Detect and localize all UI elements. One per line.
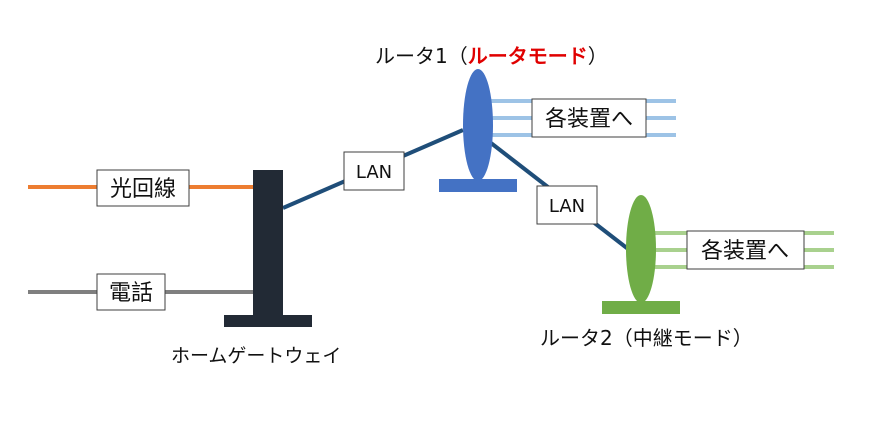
devices-label-box-2 xyxy=(686,230,805,270)
router1-mode: ルータモード xyxy=(468,44,588,68)
fiber-label-box xyxy=(96,169,190,207)
lan-label-box-1 xyxy=(343,151,405,191)
gateway-title: ホームゲートウェイ xyxy=(171,345,341,367)
lan-label-1: LAN xyxy=(356,162,392,183)
fiber-label: 光回線 xyxy=(110,177,176,202)
router1-title-suffix: ） xyxy=(588,44,608,68)
router1-title: ルータ1（ルータモード） xyxy=(375,44,608,68)
lan-label-box-2 xyxy=(536,185,598,225)
router2-title: ルータ2（中継モード） xyxy=(540,326,753,350)
router-icon xyxy=(439,69,517,192)
router1-title-prefix: ルータ1（ xyxy=(375,44,468,68)
phone-label: 電話 xyxy=(109,281,153,306)
phone-label-box xyxy=(96,273,166,311)
devices-label-1: 各装置へ xyxy=(545,107,633,132)
router-icon xyxy=(602,195,680,314)
devices-label-box-1 xyxy=(531,98,647,138)
devices-label-2: 各装置へ xyxy=(701,239,789,264)
home-gateway-icon xyxy=(224,170,312,327)
lan-label-2: LAN xyxy=(549,196,585,217)
